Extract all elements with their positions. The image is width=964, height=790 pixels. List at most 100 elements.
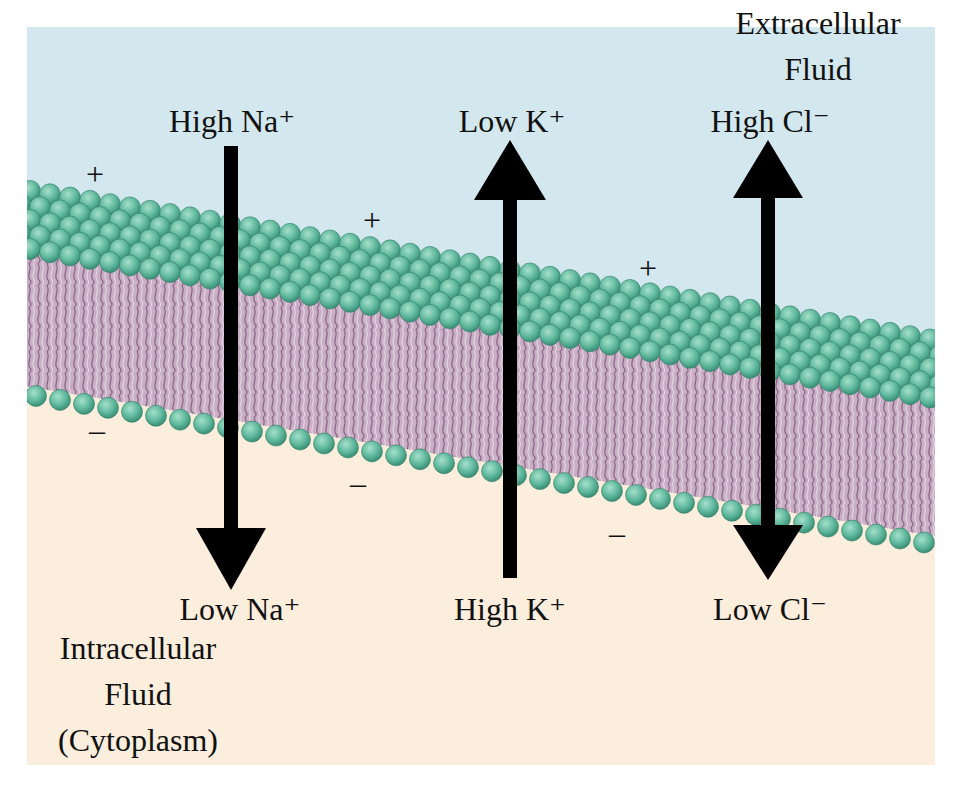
phospholipid-head xyxy=(80,248,101,269)
phospholipid-head xyxy=(818,516,839,537)
phospholipid-head xyxy=(194,413,215,434)
phospholipid-head xyxy=(860,377,881,398)
phospholipid-head xyxy=(660,344,681,365)
phospholipid-head xyxy=(290,429,311,450)
phospholipid-head xyxy=(820,370,841,391)
phospholipid-head xyxy=(650,488,671,509)
arrow-head xyxy=(733,140,803,198)
phospholipid-head xyxy=(900,384,921,405)
phospholipid-head xyxy=(840,374,861,395)
phospholipid-head xyxy=(360,295,381,316)
phospholipid-head xyxy=(866,524,887,545)
phospholipid-head xyxy=(266,425,287,446)
phospholipid-head xyxy=(386,445,407,466)
charge-sign: – xyxy=(89,414,105,446)
phospholipid-head xyxy=(122,401,143,422)
phospholipid-head xyxy=(240,275,261,296)
phospholipid-head xyxy=(700,351,721,372)
phospholipid-head xyxy=(74,393,95,414)
phospholipid-head xyxy=(27,385,47,406)
phospholipid-head xyxy=(27,238,41,259)
phospholipid-head xyxy=(338,437,359,458)
phospholipid-head xyxy=(560,328,581,349)
arrow-shaft xyxy=(761,196,775,528)
charge-sign: + xyxy=(363,204,381,236)
phospholipid-head xyxy=(880,380,901,401)
phospholipid-head xyxy=(410,449,431,470)
phospholipid-head xyxy=(578,477,599,498)
ion-label: Low Na⁺ xyxy=(180,590,301,628)
phospholipid-head xyxy=(740,357,761,378)
phospholipid-head xyxy=(720,354,741,375)
phospholipid-head xyxy=(146,405,167,426)
region-label: Intracellular Fluid (Cytoplasm) xyxy=(28,625,248,763)
phospholipid-head xyxy=(320,288,341,309)
ion-label: High K⁺ xyxy=(454,590,566,628)
phospholipid-head xyxy=(362,441,383,462)
arrow-head xyxy=(196,528,266,590)
charge-sign: – xyxy=(350,467,366,499)
phospholipid-head xyxy=(50,389,71,410)
phospholipid-head xyxy=(340,291,361,312)
phospholipid-head xyxy=(40,242,61,263)
phospholipid-head xyxy=(554,473,575,494)
ion-label: Low K⁺ xyxy=(459,102,566,140)
phospholipid-head xyxy=(626,484,647,505)
phospholipid-head xyxy=(160,262,181,283)
phospholipid-head xyxy=(434,453,455,474)
phospholipid-head xyxy=(120,255,141,276)
phospholipid-head xyxy=(458,457,479,478)
charge-sign: + xyxy=(86,158,104,190)
phospholipid-head xyxy=(200,268,221,289)
phospholipid-head xyxy=(420,304,441,325)
phospholipid-head xyxy=(460,311,481,332)
phospholipid-head xyxy=(480,314,501,335)
outer-heads xyxy=(27,177,935,411)
region-label: Extracellular Fluid xyxy=(703,0,933,92)
phospholipid-head xyxy=(260,278,281,299)
phospholipid-head xyxy=(300,285,321,306)
ion-label: High Na⁺ xyxy=(169,102,295,140)
arrow-head xyxy=(474,140,546,200)
phospholipid-head xyxy=(600,334,621,355)
grounds xyxy=(27,27,935,765)
phospholipid-head xyxy=(914,532,935,553)
phospholipid-head xyxy=(800,367,821,388)
phospholipid-head xyxy=(140,258,161,279)
ion-label: Low Cl⁻ xyxy=(713,590,827,628)
phospholipid-head xyxy=(380,298,401,319)
phospholipid-head xyxy=(530,469,551,490)
phospholipid-head xyxy=(842,520,863,541)
phospholipid-head xyxy=(400,301,421,322)
phospholipid-head xyxy=(620,337,641,358)
phospholipid-head xyxy=(540,324,561,345)
lipid-tails xyxy=(27,247,935,538)
phospholipid-head xyxy=(180,265,201,286)
phospholipid-head xyxy=(780,364,801,385)
phospholipid-head xyxy=(170,409,191,430)
phospholipid-head xyxy=(242,421,263,442)
arrow-shaft xyxy=(224,146,238,532)
phospholipid-head xyxy=(674,492,695,513)
phospholipid-head xyxy=(580,331,601,352)
phospholipid-head xyxy=(520,321,541,342)
phospholipid-head xyxy=(314,433,335,454)
phospholipid-head xyxy=(60,245,81,266)
phospholipid-head xyxy=(640,341,661,362)
phospholipid-head xyxy=(280,281,301,302)
arrow-shaft xyxy=(503,198,517,578)
phospholipid-head xyxy=(698,496,719,517)
phospholipid-head xyxy=(722,500,743,521)
charge-sign: + xyxy=(639,252,657,284)
arrow-head xyxy=(733,525,803,580)
charge-sign: – xyxy=(609,517,625,549)
phospholipid-head xyxy=(920,387,936,408)
ion-arrows xyxy=(196,140,803,590)
phospholipid-head xyxy=(100,252,121,273)
phospholipid-head xyxy=(602,480,623,501)
phospholipid-head xyxy=(440,308,461,329)
ion-label: High Cl⁻ xyxy=(710,102,829,140)
phospholipid-head xyxy=(890,528,911,549)
phospholipid-head xyxy=(680,347,701,368)
